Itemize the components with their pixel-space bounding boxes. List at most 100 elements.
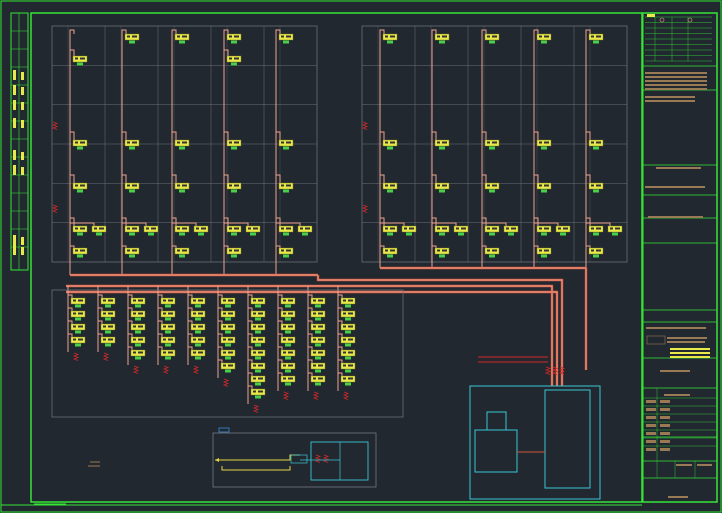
device-icon	[280, 349, 296, 360]
pipe-line	[278, 307, 283, 311]
pipe-line	[534, 222, 559, 226]
valve-icon	[72, 352, 80, 361]
device-icon	[193, 225, 209, 236]
device-icon	[72, 55, 88, 66]
pipe-line	[66, 291, 558, 370]
pipe-line	[317, 275, 563, 370]
device-icon	[588, 247, 604, 258]
control-tag	[218, 427, 230, 433]
valve-icon	[361, 204, 369, 213]
device-icon	[220, 310, 236, 321]
pipe-line	[380, 131, 385, 140]
title-cell-text	[660, 424, 670, 427]
note-text-line	[670, 352, 710, 354]
device-icon	[484, 33, 500, 44]
margin-text-block	[21, 167, 24, 175]
device-icon	[100, 336, 116, 347]
legend-symbol	[687, 17, 693, 23]
device-icon	[160, 336, 176, 347]
pipe-line	[585, 29, 591, 268]
device-icon	[453, 225, 469, 236]
title-cell-text	[660, 432, 670, 435]
pipe-line	[68, 333, 73, 337]
note-text-line	[670, 348, 710, 350]
pipe-line	[380, 245, 385, 248]
pipe-line	[172, 131, 177, 140]
note-text-line	[646, 327, 706, 329]
pipe-line	[248, 359, 253, 363]
device-icon	[250, 349, 266, 360]
pipe-line	[308, 320, 313, 324]
device-icon	[70, 336, 86, 347]
valve-icon	[282, 391, 290, 400]
device-icon	[434, 225, 450, 236]
device-icon	[310, 336, 326, 347]
title-cell-text	[646, 416, 656, 419]
pipe-line	[158, 307, 163, 311]
device-icon	[503, 225, 519, 236]
pipe-line	[380, 222, 405, 226]
pipe-line	[70, 49, 75, 56]
device-icon	[382, 139, 398, 150]
margin-text-block	[21, 102, 24, 110]
note-text-line	[645, 100, 695, 102]
pipe-line	[158, 320, 163, 324]
pipe-line	[218, 294, 223, 298]
note-text-line	[648, 216, 703, 218]
pipe-line	[172, 245, 177, 248]
pipe-line	[188, 307, 193, 311]
margin-text-block	[21, 237, 24, 245]
pipe-line	[586, 217, 591, 226]
valve-icon	[544, 366, 552, 375]
pipe-line	[432, 222, 457, 226]
title-cell-text	[646, 432, 656, 435]
device-icon	[220, 323, 236, 334]
margin-text-block	[13, 118, 16, 128]
device-icon	[160, 297, 176, 308]
title-cell-text	[646, 400, 656, 403]
pump-motor	[486, 411, 507, 431]
device-icon	[340, 375, 356, 386]
pipe-line	[224, 245, 229, 248]
arrow-head	[215, 458, 219, 462]
device-icon	[310, 362, 326, 373]
device-icon	[588, 33, 604, 44]
note-text-line	[670, 356, 710, 358]
pipe-line	[482, 222, 507, 226]
pipe-line	[188, 294, 193, 298]
pipe-line	[534, 131, 539, 140]
device-icon	[340, 323, 356, 334]
pipe-line	[586, 222, 611, 226]
device-icon	[280, 362, 296, 373]
pipe-line	[278, 294, 283, 298]
note-text-line	[645, 72, 707, 74]
device-icon	[310, 310, 326, 321]
pipe-line	[482, 245, 487, 248]
margin-text-block	[13, 70, 16, 80]
device-icon	[174, 139, 190, 150]
pipe-line	[482, 131, 487, 140]
device-icon	[401, 225, 417, 236]
pipe-line	[276, 174, 281, 183]
device-icon	[536, 33, 552, 44]
grid-panel-top-left	[51, 25, 318, 263]
valve-icon	[192, 365, 200, 374]
device-icon	[382, 33, 398, 44]
pipe-line	[68, 294, 73, 298]
pipe-line	[380, 217, 385, 226]
device-icon	[278, 247, 294, 258]
note-text-line	[645, 80, 707, 82]
device-icon	[124, 247, 140, 258]
pipe-line	[98, 333, 103, 337]
device-icon	[226, 225, 242, 236]
pipe-line	[308, 372, 313, 376]
device-icon	[250, 388, 266, 399]
pipe-line	[248, 346, 253, 350]
pipe-line	[171, 29, 177, 275]
device-icon	[484, 247, 500, 258]
device-icon	[297, 225, 313, 236]
pipe-line	[248, 333, 253, 337]
pipe-line	[158, 294, 163, 298]
valve-icon	[162, 365, 170, 374]
device-icon	[72, 225, 88, 236]
